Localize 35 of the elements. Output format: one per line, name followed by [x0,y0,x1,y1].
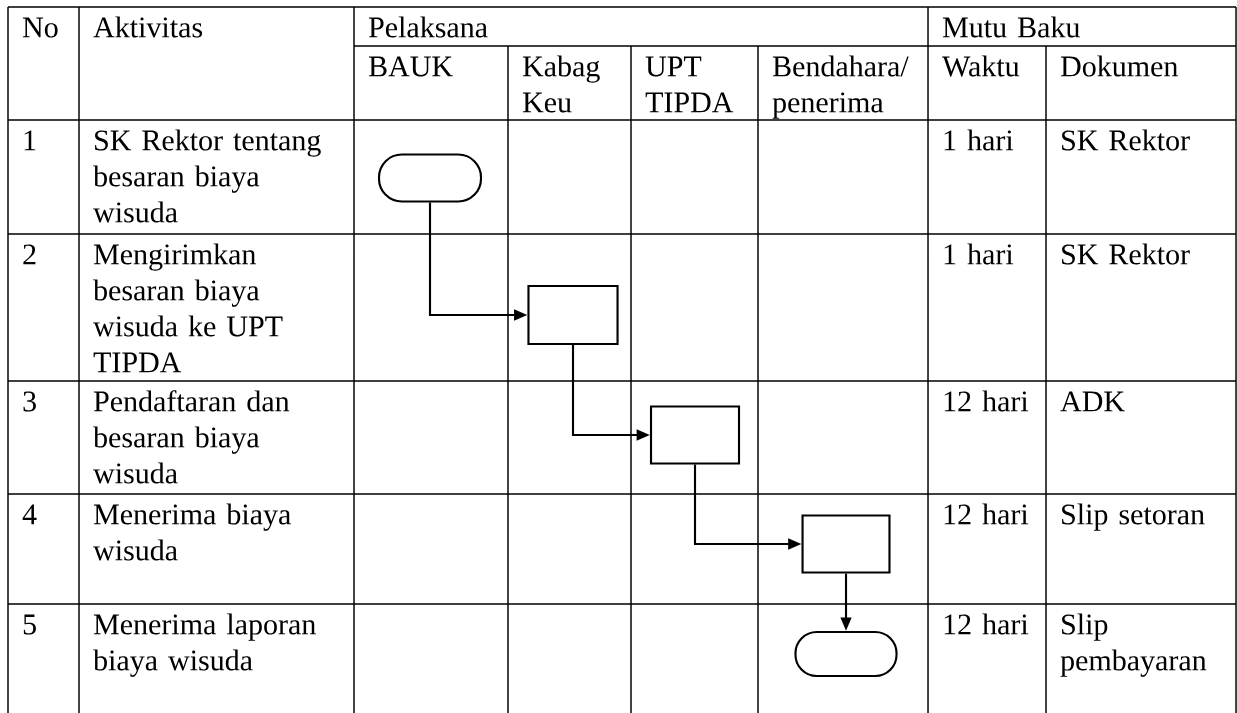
process-box [527,284,619,346]
document-text: SK Rektor [1062,243,1190,265]
row-number: 2 [23,244,36,265]
column-header: Mutu Baku [942,16,1080,38]
column-header: UPT TIPDA [645,56,734,113]
duration-text: 12 hari [944,613,1029,635]
terminal-shape [794,630,898,678]
column-header: No [22,17,58,38]
duration-text: 12 hari [944,503,1029,525]
activity-text: Menerima biaya wisuda [93,503,291,561]
activity-text: Mengirimkan besaran biaya wisuda ke UPT TIPDA [93,243,283,373]
activity-text: Menerima laporan biaya wisuda [93,613,316,677]
column-header: Pelaksana [368,16,488,38]
row-number: 4 [22,504,37,525]
process-box [649,405,741,465]
duration-text: 1 hari [944,243,1014,265]
activity-text: Pendaftaran dan besaran biaya wisuda [93,390,290,484]
duration-text: 1 hari [944,129,1014,151]
document-text: ADK [1060,391,1125,412]
document-text: SK Rektor [1062,129,1190,151]
document-text: Slip setoran [1062,503,1205,531]
column-header: Dokumen [1060,55,1178,77]
terminal-shape [377,153,483,203]
process-box [801,514,891,574]
column-header: Kabag Keu [522,55,600,113]
row-number: 3 [23,391,36,412]
row-number: 5 [23,614,36,635]
document-text: Slip pembayaran [1060,613,1207,677]
column-header: Aktivitas [93,16,202,38]
activity-text: SK Rektor tentang besaran biaya wisuda [93,129,321,223]
column-header: Waktu [942,55,1020,77]
column-header: BAUK [368,56,453,77]
row-number: 1 [24,130,36,151]
duration-text: 12 hari [944,390,1029,412]
column-header: Bendahara/ penerima [772,55,909,119]
